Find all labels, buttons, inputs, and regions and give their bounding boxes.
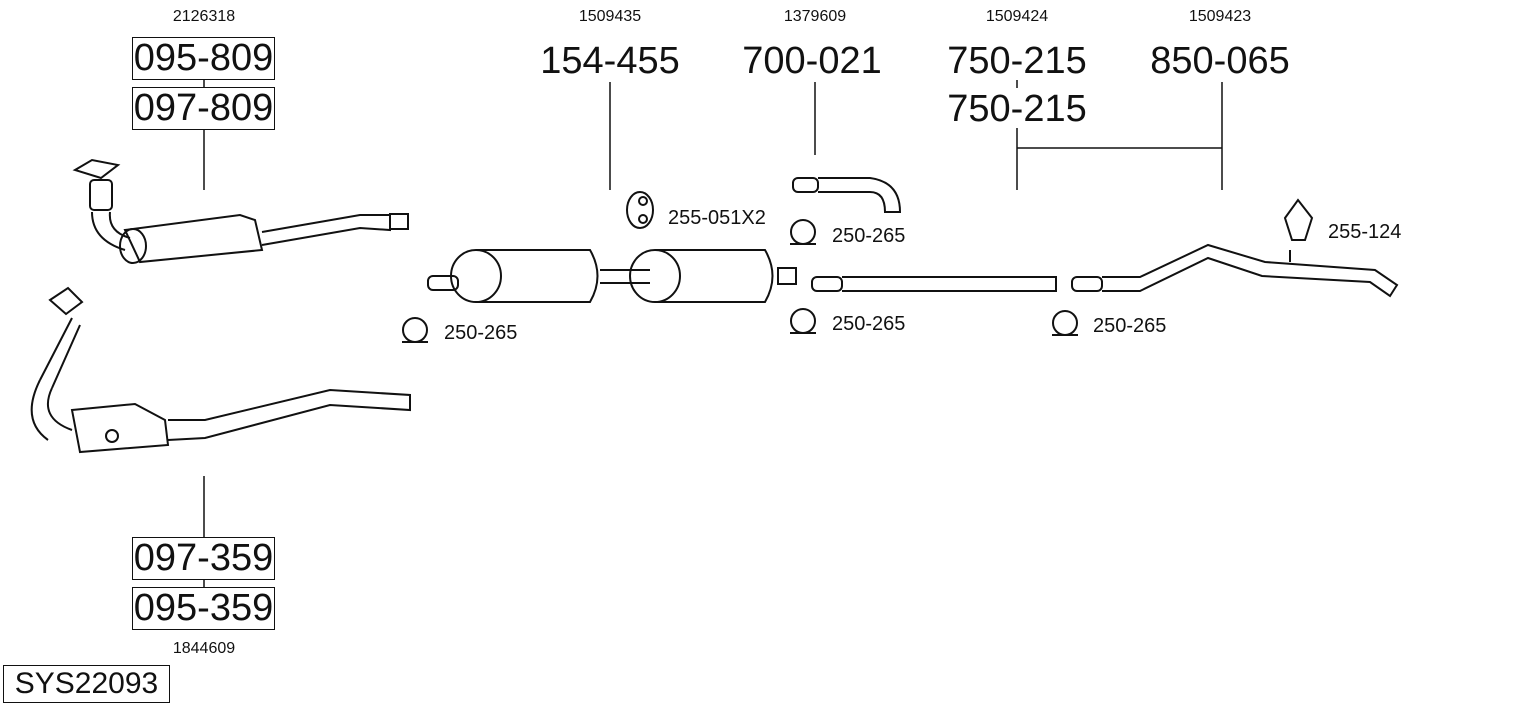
tail-bend	[792, 177, 902, 213]
clamp-icon	[1052, 310, 1078, 336]
part-number[interactable]: 154-455	[540, 40, 680, 82]
reference-number: 1509423	[1188, 8, 1252, 25]
part-number[interactable]: 750-215	[947, 88, 1087, 130]
part-number-box[interactable]: 097-809	[132, 87, 275, 130]
leader-lines	[203, 80, 1223, 587]
part-number-box[interactable]: 095-359	[132, 587, 275, 630]
clamp-icon	[402, 317, 428, 343]
front-silencer-pipe	[72, 158, 409, 264]
hanger-label[interactable]: 255-051X2	[668, 207, 766, 229]
reference-number: 1844609	[172, 640, 236, 657]
rear-pipe	[1071, 243, 1399, 298]
part-number[interactable]: 700-021	[742, 40, 882, 82]
clamp-icon	[790, 308, 816, 334]
hanger-label[interactable]: 255-124	[1328, 221, 1402, 243]
catalyst-pipe	[30, 286, 411, 454]
system-id: SYS22093	[3, 665, 170, 703]
part-number[interactable]: 750-215	[947, 40, 1087, 82]
part-number-box[interactable]: 097-359	[132, 537, 275, 580]
part-number-box[interactable]: 095-809	[132, 37, 275, 80]
clamp-label[interactable]: 250-265	[444, 322, 518, 344]
reference-number: 2126318	[172, 8, 236, 25]
hanger-icon	[626, 191, 654, 229]
clamp-icon	[790, 219, 816, 245]
intermediate-pipe	[811, 276, 1057, 292]
clamp-label[interactable]: 250-265	[832, 313, 906, 335]
clamp-label[interactable]: 250-265	[832, 225, 906, 247]
clamp-label[interactable]: 250-265	[1093, 315, 1167, 337]
reference-number: 1379609	[783, 8, 847, 25]
reference-number: 1509435	[578, 8, 642, 25]
middle-silencer	[427, 249, 797, 303]
reference-number: 1509424	[985, 8, 1049, 25]
part-number[interactable]: 850-065	[1150, 40, 1290, 82]
hanger-icon	[1283, 198, 1314, 241]
